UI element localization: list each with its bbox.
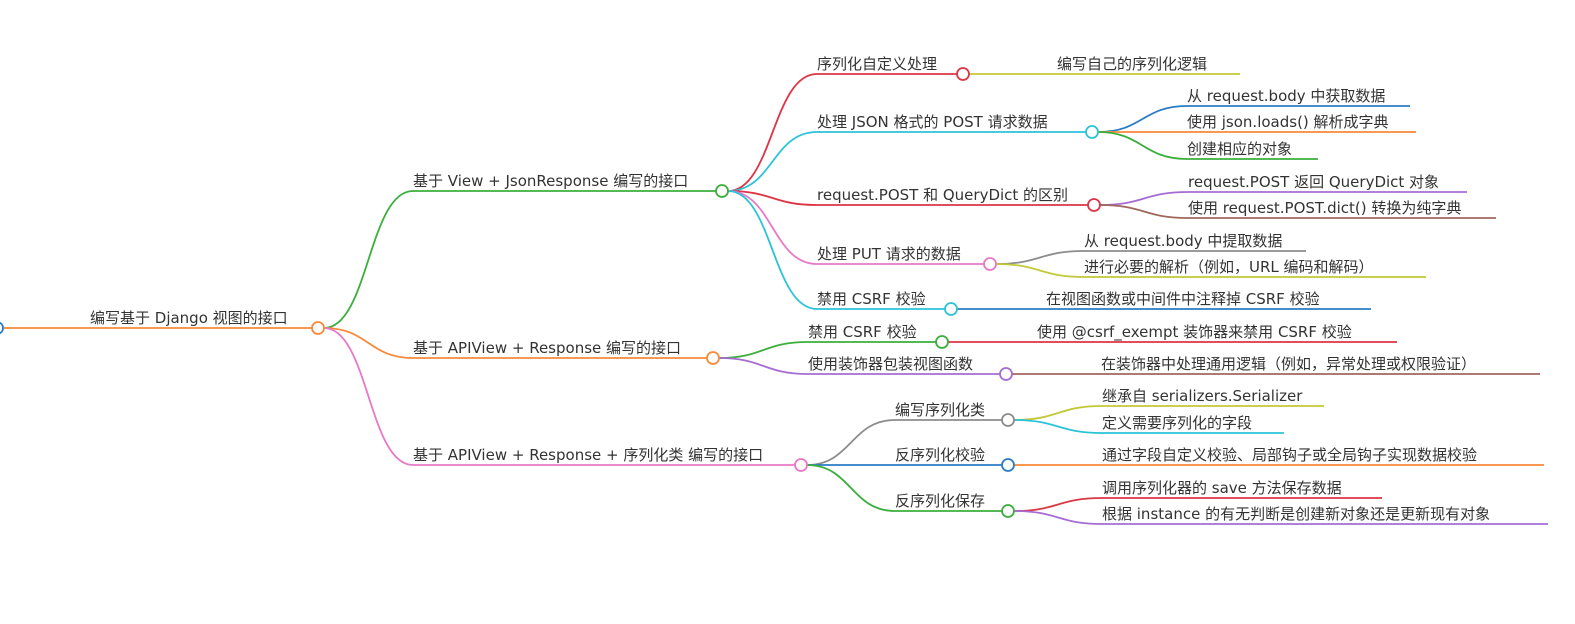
collapse-toggle-c0-3[interactable] [983, 257, 997, 271]
collapse-toggle-c1[interactable] [706, 351, 720, 365]
connector-c1-1 [718, 357, 809, 375]
node-label-c0-4: 禁用 CSRF 校验 [817, 290, 926, 308]
node-label-c0-2-0: request.POST 返回 QueryDict 对象 [1188, 173, 1439, 191]
collapse-toggle-c2-1[interactable] [1001, 458, 1015, 472]
node-label-c0-2: request.POST 和 QueryDict 的区别 [817, 186, 1068, 204]
node-label-root: 编写基于 Django 视图的接口 [90, 309, 288, 327]
connector-c2-0-0 [1013, 405, 1103, 421]
label-layer: 编写基于 Django 视图的接口 基于 View + JsonResponse … [90, 55, 1490, 523]
connector-c1 [323, 327, 414, 359]
connector-c0-0 [727, 73, 818, 192]
node-label-c2-1: 反序列化校验 [895, 446, 985, 464]
collapse-toggle-c1-1[interactable] [999, 367, 1013, 381]
node-label-c0-1-1: 使用 json.loads() 解析成字典 [1187, 113, 1389, 131]
connector-c0-4 [727, 190, 818, 310]
node-label-c2-0-1: 定义需要序列化的字段 [1102, 414, 1252, 432]
collapse-toggle-c1-0[interactable] [935, 335, 949, 349]
node-label-c0-3: 处理 PUT 请求的数据 [817, 245, 961, 263]
node-label-c0-1-2: 创建相应的对象 [1187, 140, 1292, 158]
connector-c2 [323, 327, 414, 466]
collapse-toggle-c2-2[interactable] [1001, 504, 1015, 518]
node-label-c2: 基于 APIView + Response + 序列化类 编写的接口 [413, 446, 763, 464]
collapse-toggle-c2-0[interactable] [1001, 413, 1015, 427]
connector-c2-0-1 [1013, 419, 1103, 434]
connector-c0-1-0 [1097, 105, 1188, 133]
node-label-c0-1-0: 从 request.body 中获取数据 [1187, 87, 1385, 105]
node-label-c2-2-1: 根据 instance 的有无判断是创建新对象还是更新现有对象 [1102, 505, 1490, 523]
connector-c1-0 [718, 341, 809, 359]
collapse-toggle-c2[interactable] [794, 458, 808, 472]
node-label-c1: 基于 APIView + Response 编写的接口 [413, 339, 681, 357]
node-label-c2-0-0: 继承自 serializers.Serializer [1102, 387, 1303, 405]
node-label-c1-0-0: 使用 @csrf_exempt 装饰器来禁用 CSRF 校验 [1037, 323, 1352, 342]
connector-c0-3-1 [995, 263, 1085, 278]
connector-c0-2-0 [1099, 191, 1189, 206]
node-label-c1-0: 禁用 CSRF 校验 [808, 323, 917, 341]
node-label-c0-0: 序列化自定义处理 [817, 55, 937, 73]
node-label-c0-3-1: 进行必要的解析（例如，URL 编码和解码） [1084, 258, 1374, 276]
connector-c2-2 [806, 464, 896, 512]
collapse-toggle-c0-2[interactable] [1087, 198, 1101, 212]
parent-node-toggle[interactable] [0, 321, 4, 335]
node-label-c0-3-0: 从 request.body 中提取数据 [1084, 232, 1282, 250]
connector-c2-0 [806, 419, 896, 466]
collapse-toggle-c0-1[interactable] [1085, 125, 1099, 139]
node-label-c2-1-0: 通过字段自定义校验、局部钩子或全局钩子实现数据校验 [1102, 446, 1477, 464]
connector-c2-2-0 [1013, 497, 1103, 512]
node-label-c0-2-1: 使用 request.POST.dict() 转换为纯字典 [1188, 199, 1461, 217]
collapse-toggle-root[interactable] [311, 321, 325, 335]
node-label-c2-2: 反序列化保存 [895, 492, 985, 510]
connector-c0-2-1 [1099, 204, 1189, 219]
connector-layer [323, 73, 1189, 525]
connector-c0-2 [727, 190, 818, 206]
node-label-c0-1: 处理 JSON 格式的 POST 请求数据 [817, 113, 1048, 131]
collapse-toggle-c0-0[interactable] [956, 67, 970, 81]
connector-c0 [323, 190, 414, 329]
node-label-c1-1-0: 在装饰器中处理通用逻辑（例如，异常处理或权限验证） [1101, 355, 1476, 373]
underline-layer [0, 73, 1548, 525]
node-label-c0-0-0: 编写自己的序列化逻辑 [1057, 55, 1207, 73]
node-label-c0-4-0: 在视图函数或中间件中注释掉 CSRF 校验 [1046, 290, 1320, 308]
connector-c0-3-0 [995, 250, 1085, 265]
node-label-c1-1: 使用装饰器包装视图函数 [808, 355, 973, 373]
node-circle-layer [0, 67, 1101, 518]
connector-c0-3 [727, 190, 818, 265]
connector-c2-2-1 [1013, 510, 1103, 525]
collapse-toggle-c0[interactable] [715, 184, 729, 198]
connector-c0-1 [727, 131, 818, 192]
node-label-c2-2-0: 调用序列化器的 save 方法保存数据 [1102, 479, 1342, 497]
node-label-c2-0: 编写序列化类 [895, 401, 985, 419]
collapse-toggle-c0-4[interactable] [944, 302, 958, 316]
node-label-c0: 基于 View + JsonResponse 编写的接口 [413, 172, 688, 190]
connector-c0-1-2 [1097, 131, 1188, 160]
